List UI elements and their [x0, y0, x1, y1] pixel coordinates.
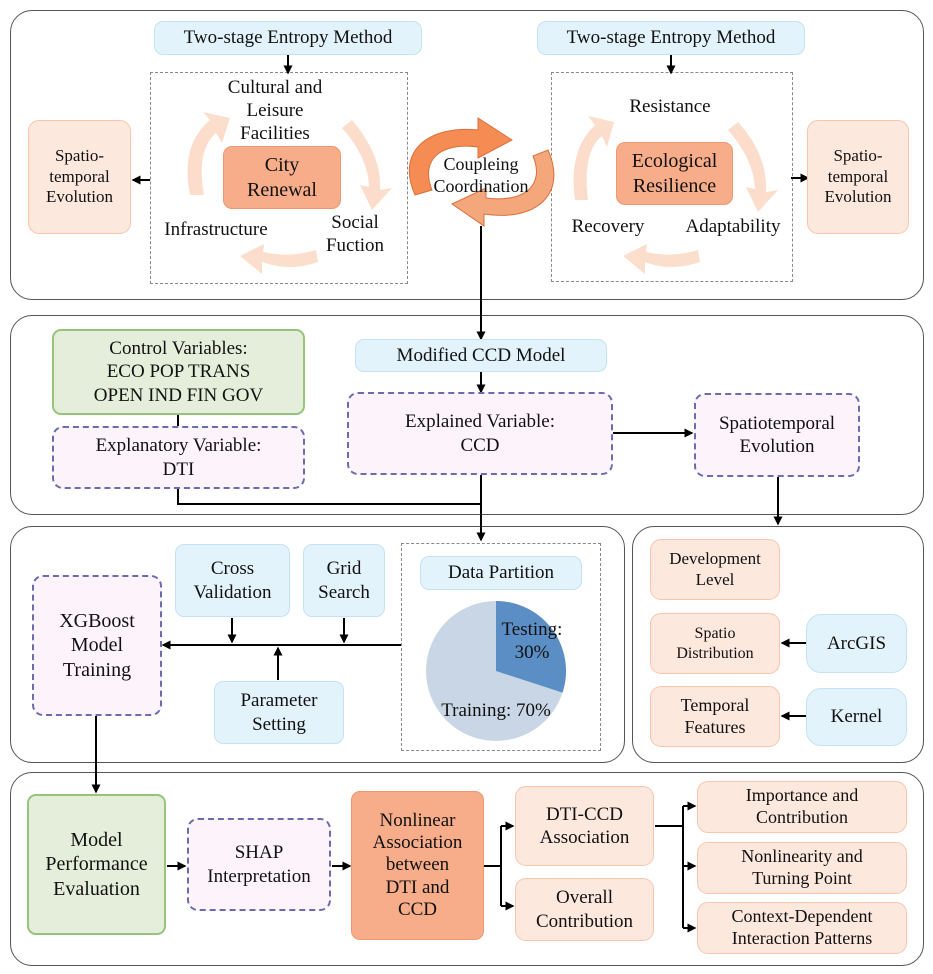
development-level-box: Development Level	[650, 539, 780, 600]
spatiotemporal-evolution-right: Spatio- temporal Evolution	[807, 120, 909, 234]
pie-slice-testing	[496, 601, 566, 693]
recovery-label: Recovery	[571, 216, 645, 237]
nonlinear-association-box: Nonlinear Association between DTI and CC…	[351, 791, 484, 940]
entropy-method-right: Two-stage Entropy Method	[537, 21, 805, 55]
explained-variable-box: Explained Variable: CCD	[347, 392, 613, 475]
temporal-features-box: Temporal Features	[650, 686, 780, 747]
model-performance-box: Model Performance Evaluation	[27, 794, 166, 935]
parameter-setting-box: Parameter Setting	[214, 681, 344, 744]
panel-coupling	[10, 10, 924, 300]
importance-contribution-box: Importance and Contribution	[697, 781, 907, 833]
arcgis-box: ArcGIS	[806, 614, 907, 673]
shap-interpretation-box: SHAP Interpretation	[187, 818, 331, 911]
kernel-box: Kernel	[806, 688, 907, 746]
xgboost-training-box: XGBoost Model Training	[32, 575, 162, 716]
data-partition-pie	[426, 601, 566, 741]
infrastructure-label: Infrastructure	[164, 219, 268, 240]
data-partition-label: Data Partition	[420, 556, 582, 590]
spatio-distribution-box: Spatio Distribution	[650, 613, 780, 674]
overall-contribution-box: Overall Contribution	[515, 878, 654, 941]
modified-ccd-model-box: Modified CCD Model	[355, 339, 607, 372]
dti-ccd-association-box: DTI-CCD Association	[515, 786, 654, 866]
cultural-leisure-label: Cultural and Leisure Facilities	[227, 77, 323, 144]
context-dependent-box: Context-Dependent Interaction Patterns	[697, 902, 907, 954]
social-function-label: Social Fuction	[325, 212, 385, 256]
city-renewal-cycle-arrows	[187, 112, 392, 274]
city-renewal-box: City Renewal	[223, 146, 341, 209]
grid-search-box: Grid Search	[303, 544, 385, 617]
pie-testing-label: Testing: 30%	[501, 619, 563, 663]
explanatory-variable-box: Explanatory Variable: DTI	[52, 426, 305, 489]
resistance-label: Resistance	[629, 96, 711, 117]
adaptability-label: Adaptability	[685, 216, 781, 237]
cross-validation-box: Cross Validation	[175, 544, 290, 617]
coupling-coordination-label: Coupleing Coordination	[433, 154, 529, 196]
spatiotemporal-evolution-left: Spatio- temporal Evolution	[28, 120, 131, 234]
ecological-resilience-box: Ecological Resilience	[616, 142, 733, 205]
spatiotemporal-evolution-box: Spatiotemporal Evolution	[694, 393, 860, 477]
ecological-resilience-cycle-arrows	[573, 116, 778, 274]
nonlinearity-turning-point-box: Nonlinearity and Turning Point	[697, 842, 907, 894]
control-variables-box: Control Variables: ECO POP TRANS OPEN IN…	[52, 329, 305, 415]
pie-training-label: Training: 70%	[441, 700, 551, 721]
entropy-method-left: Two-stage Entropy Method	[154, 21, 422, 55]
city-renewal-cycle-frame	[150, 72, 408, 284]
data-partition-frame	[401, 543, 601, 751]
coupling-circular-arrows	[408, 117, 555, 227]
